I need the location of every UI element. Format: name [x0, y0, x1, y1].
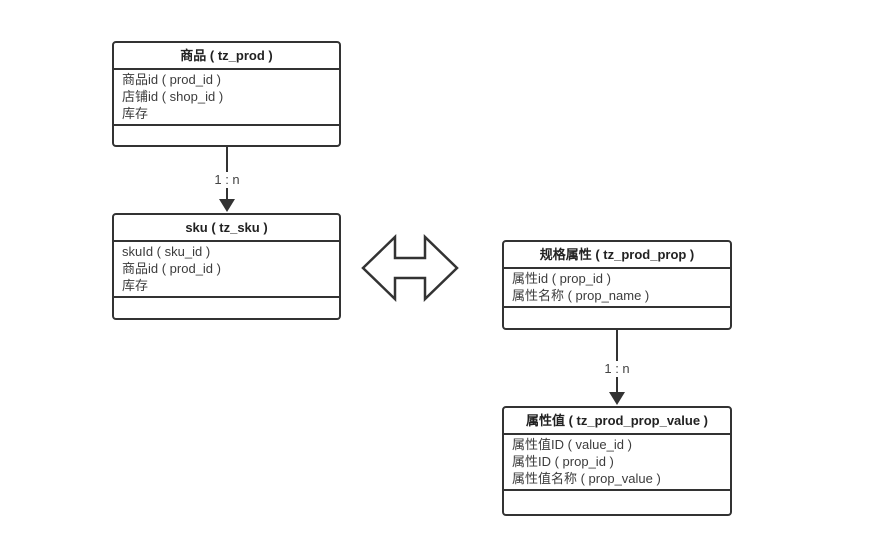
table-fields-prod-prop-value: 属性值ID ( value_id ) 属性ID ( prop_id ) 属性值名… [504, 435, 730, 491]
table-field: 属性ID ( prop_id ) [512, 454, 614, 469]
arrow-down-icon [219, 199, 235, 212]
table-field: 商品id ( prod_id ) [122, 72, 221, 87]
table-field: 属性id ( prop_id ) [512, 271, 611, 286]
entity-table-prod-prop[interactable]: 规格属性 ( tz_prod_prop ) 属性id ( prop_id ) 属… [502, 240, 732, 330]
double-arrow-icon[interactable] [360, 233, 460, 303]
table-title-prod-prop-value: 属性值 ( tz_prod_prop_value ) [504, 408, 730, 435]
table-field: 库存 [122, 278, 149, 293]
table-field: skuId ( sku_id ) [122, 244, 211, 259]
table-title-prod: 商品 ( tz_prod ) [114, 43, 339, 70]
table-title-sku: sku ( tz_sku ) [114, 215, 339, 242]
table-footer [504, 491, 730, 514]
table-footer [114, 126, 339, 145]
connector-cardinality-label: 1 : n [211, 172, 243, 188]
table-fields-prod: 商品id ( prod_id ) 店铺id ( shop_id ) 库存 [114, 70, 339, 126]
table-field: 商品id ( prod_id ) [122, 261, 221, 276]
table-field: 属性值名称 ( prop_value ) [512, 471, 661, 486]
entity-table-sku[interactable]: sku ( tz_sku ) skuId ( sku_id ) 商品id ( p… [112, 213, 341, 320]
table-title-prod-prop: 规格属性 ( tz_prod_prop ) [504, 242, 730, 269]
table-fields-prod-prop: 属性id ( prop_id ) 属性名称 ( prop_name ) [504, 269, 730, 308]
entity-table-prod-prop-value[interactable]: 属性值 ( tz_prod_prop_value ) 属性值ID ( value… [502, 406, 732, 516]
connector-cardinality-label: 1 : n [601, 361, 633, 377]
arrow-down-icon [609, 392, 625, 405]
table-field: 库存 [122, 106, 149, 121]
entity-table-prod[interactable]: 商品 ( tz_prod ) 商品id ( prod_id ) 店铺id ( s… [112, 41, 341, 147]
table-fields-sku: skuId ( sku_id ) 商品id ( prod_id ) 库存 [114, 242, 339, 298]
table-footer [114, 298, 339, 318]
table-field: 店铺id ( shop_id ) [122, 89, 224, 104]
table-field: 属性值ID ( value_id ) [512, 437, 632, 452]
table-field: 属性名称 ( prop_name ) [512, 288, 650, 303]
table-footer [504, 308, 730, 328]
